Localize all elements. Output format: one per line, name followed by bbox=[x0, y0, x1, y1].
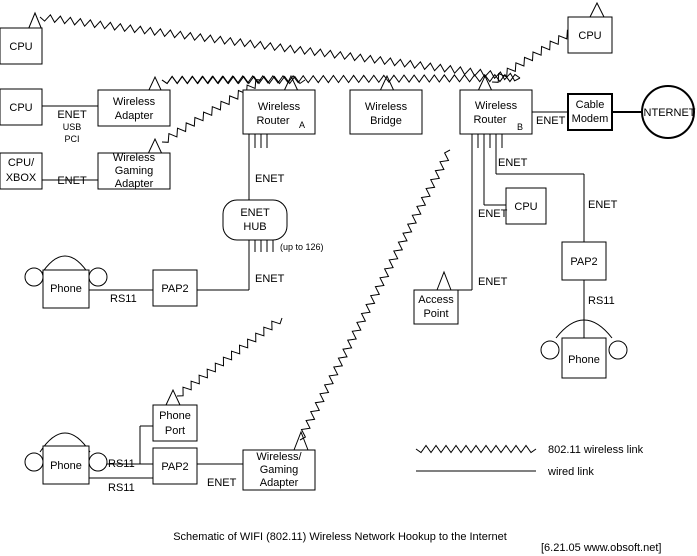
gaming-adapter-top-node: Wireless Gaming Adapter bbox=[97, 152, 171, 190]
enet-label-access-point: ENET bbox=[478, 276, 508, 288]
router-a-node: Wireless Router A bbox=[242, 89, 316, 135]
phone-left-label: Phone bbox=[50, 283, 82, 295]
cpu-xbox-label-line2: XBOX bbox=[6, 172, 37, 184]
phone-port-label-line1: Phone bbox=[159, 410, 191, 422]
cpu-xbox-node: CPU/ XBOX bbox=[0, 152, 43, 190]
pap2-left-node: PAP2 bbox=[152, 269, 198, 307]
bridge-node: Wireless Bridge bbox=[349, 89, 423, 135]
phone-bottom-node: Phone bbox=[24, 432, 108, 485]
cpu-xbox-label-line1: CPU/ bbox=[8, 157, 35, 169]
antennas bbox=[27, 1, 605, 451]
wireless-link-phone-port bbox=[176, 317, 283, 397]
pap2-right-node: PAP2 bbox=[561, 241, 607, 281]
enet-hub-label-line1: ENET bbox=[240, 207, 270, 219]
gaming-adapter-bottom-label-line3: Adapter bbox=[260, 477, 299, 489]
rs11-label-left: RS11 bbox=[110, 293, 137, 305]
router-b-label-line1: Wireless bbox=[475, 100, 518, 112]
bridge-label-line2: Bridge bbox=[370, 115, 402, 127]
access-point-label-line2: Point bbox=[423, 308, 448, 320]
router-b-node: Wireless Router B bbox=[459, 89, 533, 135]
rs11-label-bottom-1: RS11 bbox=[108, 458, 135, 470]
phone-port-label-line2: Port bbox=[165, 425, 185, 437]
rs11-label-bottom-2: RS11 bbox=[108, 482, 135, 494]
router-a-label-line1: Wireless bbox=[258, 101, 301, 113]
legend: 802.11 wireless link wired link bbox=[547, 444, 644, 478]
hub-capacity-label: (up to 126) bbox=[280, 242, 324, 252]
internet-node: INTERNET bbox=[641, 85, 696, 139]
router-a-suffix: A bbox=[299, 120, 305, 130]
cable-modem-label-line1: Cable bbox=[576, 99, 605, 111]
pap2-bottom-node: PAP2 bbox=[152, 447, 198, 485]
access-point-label-line1: Access bbox=[418, 294, 454, 306]
enet-label-router-b-cpu: ENET bbox=[478, 208, 508, 220]
enet-label-xbox: ENET bbox=[57, 175, 87, 187]
cpu-mid-node: CPU bbox=[0, 88, 43, 126]
phone-right-label: Phone bbox=[568, 354, 600, 366]
cpu-top-left-label: CPU bbox=[9, 41, 32, 53]
legend-wireless-sample bbox=[415, 444, 537, 454]
cable-modem-label-line2: Modem bbox=[572, 113, 609, 125]
wireless-link-router-b-to-bottom-adapter bbox=[299, 149, 451, 441]
access-point-node: Access Point bbox=[413, 289, 459, 325]
pap2-bottom-label: PAP2 bbox=[161, 461, 188, 473]
pap2-right-label: PAP2 bbox=[570, 256, 597, 268]
diagram-caption: Schematic of WIFI (802.11) Wireless Netw… bbox=[173, 531, 507, 543]
phone-left-node: Phone bbox=[24, 255, 108, 309]
router-b-label-line2: Router bbox=[473, 114, 506, 126]
cable-modem-node: Cable Modem bbox=[567, 93, 613, 131]
cpu-top-right-label: CPU bbox=[578, 30, 601, 42]
enet-hub-label-line2: HUB bbox=[243, 221, 266, 233]
gaming-adapter-top-label-line3: Adapter bbox=[115, 178, 154, 190]
wireless-link-long-horizontal bbox=[161, 73, 521, 85]
cpu-top-left-node: CPU bbox=[0, 27, 43, 65]
enet-label-hub-pap2: ENET bbox=[255, 273, 285, 285]
bridge-label-line1: Wireless bbox=[365, 101, 408, 113]
enet-label-router-b-right: ENET bbox=[498, 157, 528, 169]
phone-right-node: Phone bbox=[540, 319, 628, 379]
rs11-label-right: RS11 bbox=[588, 295, 615, 307]
wireless-adapter-label-line2: Adapter bbox=[115, 110, 154, 122]
credit-label: [6.21.05 www.obsoft.net] bbox=[541, 542, 661, 554]
phone-port-node: Phone Port bbox=[152, 404, 198, 442]
gaming-adapter-top-label-line2: Gaming bbox=[115, 165, 154, 177]
wireless-link-adapter-router-a bbox=[161, 75, 306, 85]
cpu-router-b-label: CPU bbox=[514, 201, 537, 213]
enet-label-pap2-right: ENET bbox=[588, 199, 618, 211]
enet-usb-pci-label-line3: PCI bbox=[64, 134, 79, 144]
cpu-router-b-node: CPU bbox=[505, 187, 547, 225]
internet-label: INTERNET bbox=[641, 107, 696, 119]
cpu-mid-label: CPU bbox=[9, 102, 32, 114]
wireless-link-top-left-cpu bbox=[39, 13, 521, 82]
link-labels: ENET USB PCI ENET ENET ENET RS11 ENET EN… bbox=[57, 109, 617, 494]
enet-label-bottom-pap2: ENET bbox=[207, 477, 237, 489]
gaming-adapter-bottom-node: Wireless/ Gaming Adapter bbox=[242, 449, 316, 491]
legend-wireless-label: 802.11 wireless link bbox=[548, 444, 644, 456]
wireless-adapter-label-line1: Wireless bbox=[113, 96, 156, 108]
router-a-label-line2: Router bbox=[256, 115, 289, 127]
enet-label-router-b-modem: ENET bbox=[536, 115, 566, 127]
enet-usb-pci-label-line2: USB bbox=[63, 122, 82, 132]
router-b-suffix: B bbox=[517, 122, 523, 132]
wireless-adapter-node: Wireless Adapter bbox=[97, 89, 171, 127]
gaming-adapter-top-label-line1: Wireless bbox=[113, 152, 156, 164]
enet-usb-pci-label-line1: ENET bbox=[57, 109, 87, 121]
gaming-adapter-bottom-label-line1: Wireless/ bbox=[256, 451, 302, 463]
phone-bottom-label: Phone bbox=[50, 460, 82, 472]
enet-hub-node: ENET HUB (up to 126) bbox=[222, 199, 324, 252]
pap2-left-label: PAP2 bbox=[161, 283, 188, 295]
cpu-top-right-node: CPU bbox=[567, 16, 613, 54]
enet-label-router-a-hub: ENET bbox=[255, 173, 285, 185]
gaming-adapter-bottom-label-line2: Gaming bbox=[260, 464, 299, 476]
legend-wired-label: wired link bbox=[547, 466, 594, 478]
